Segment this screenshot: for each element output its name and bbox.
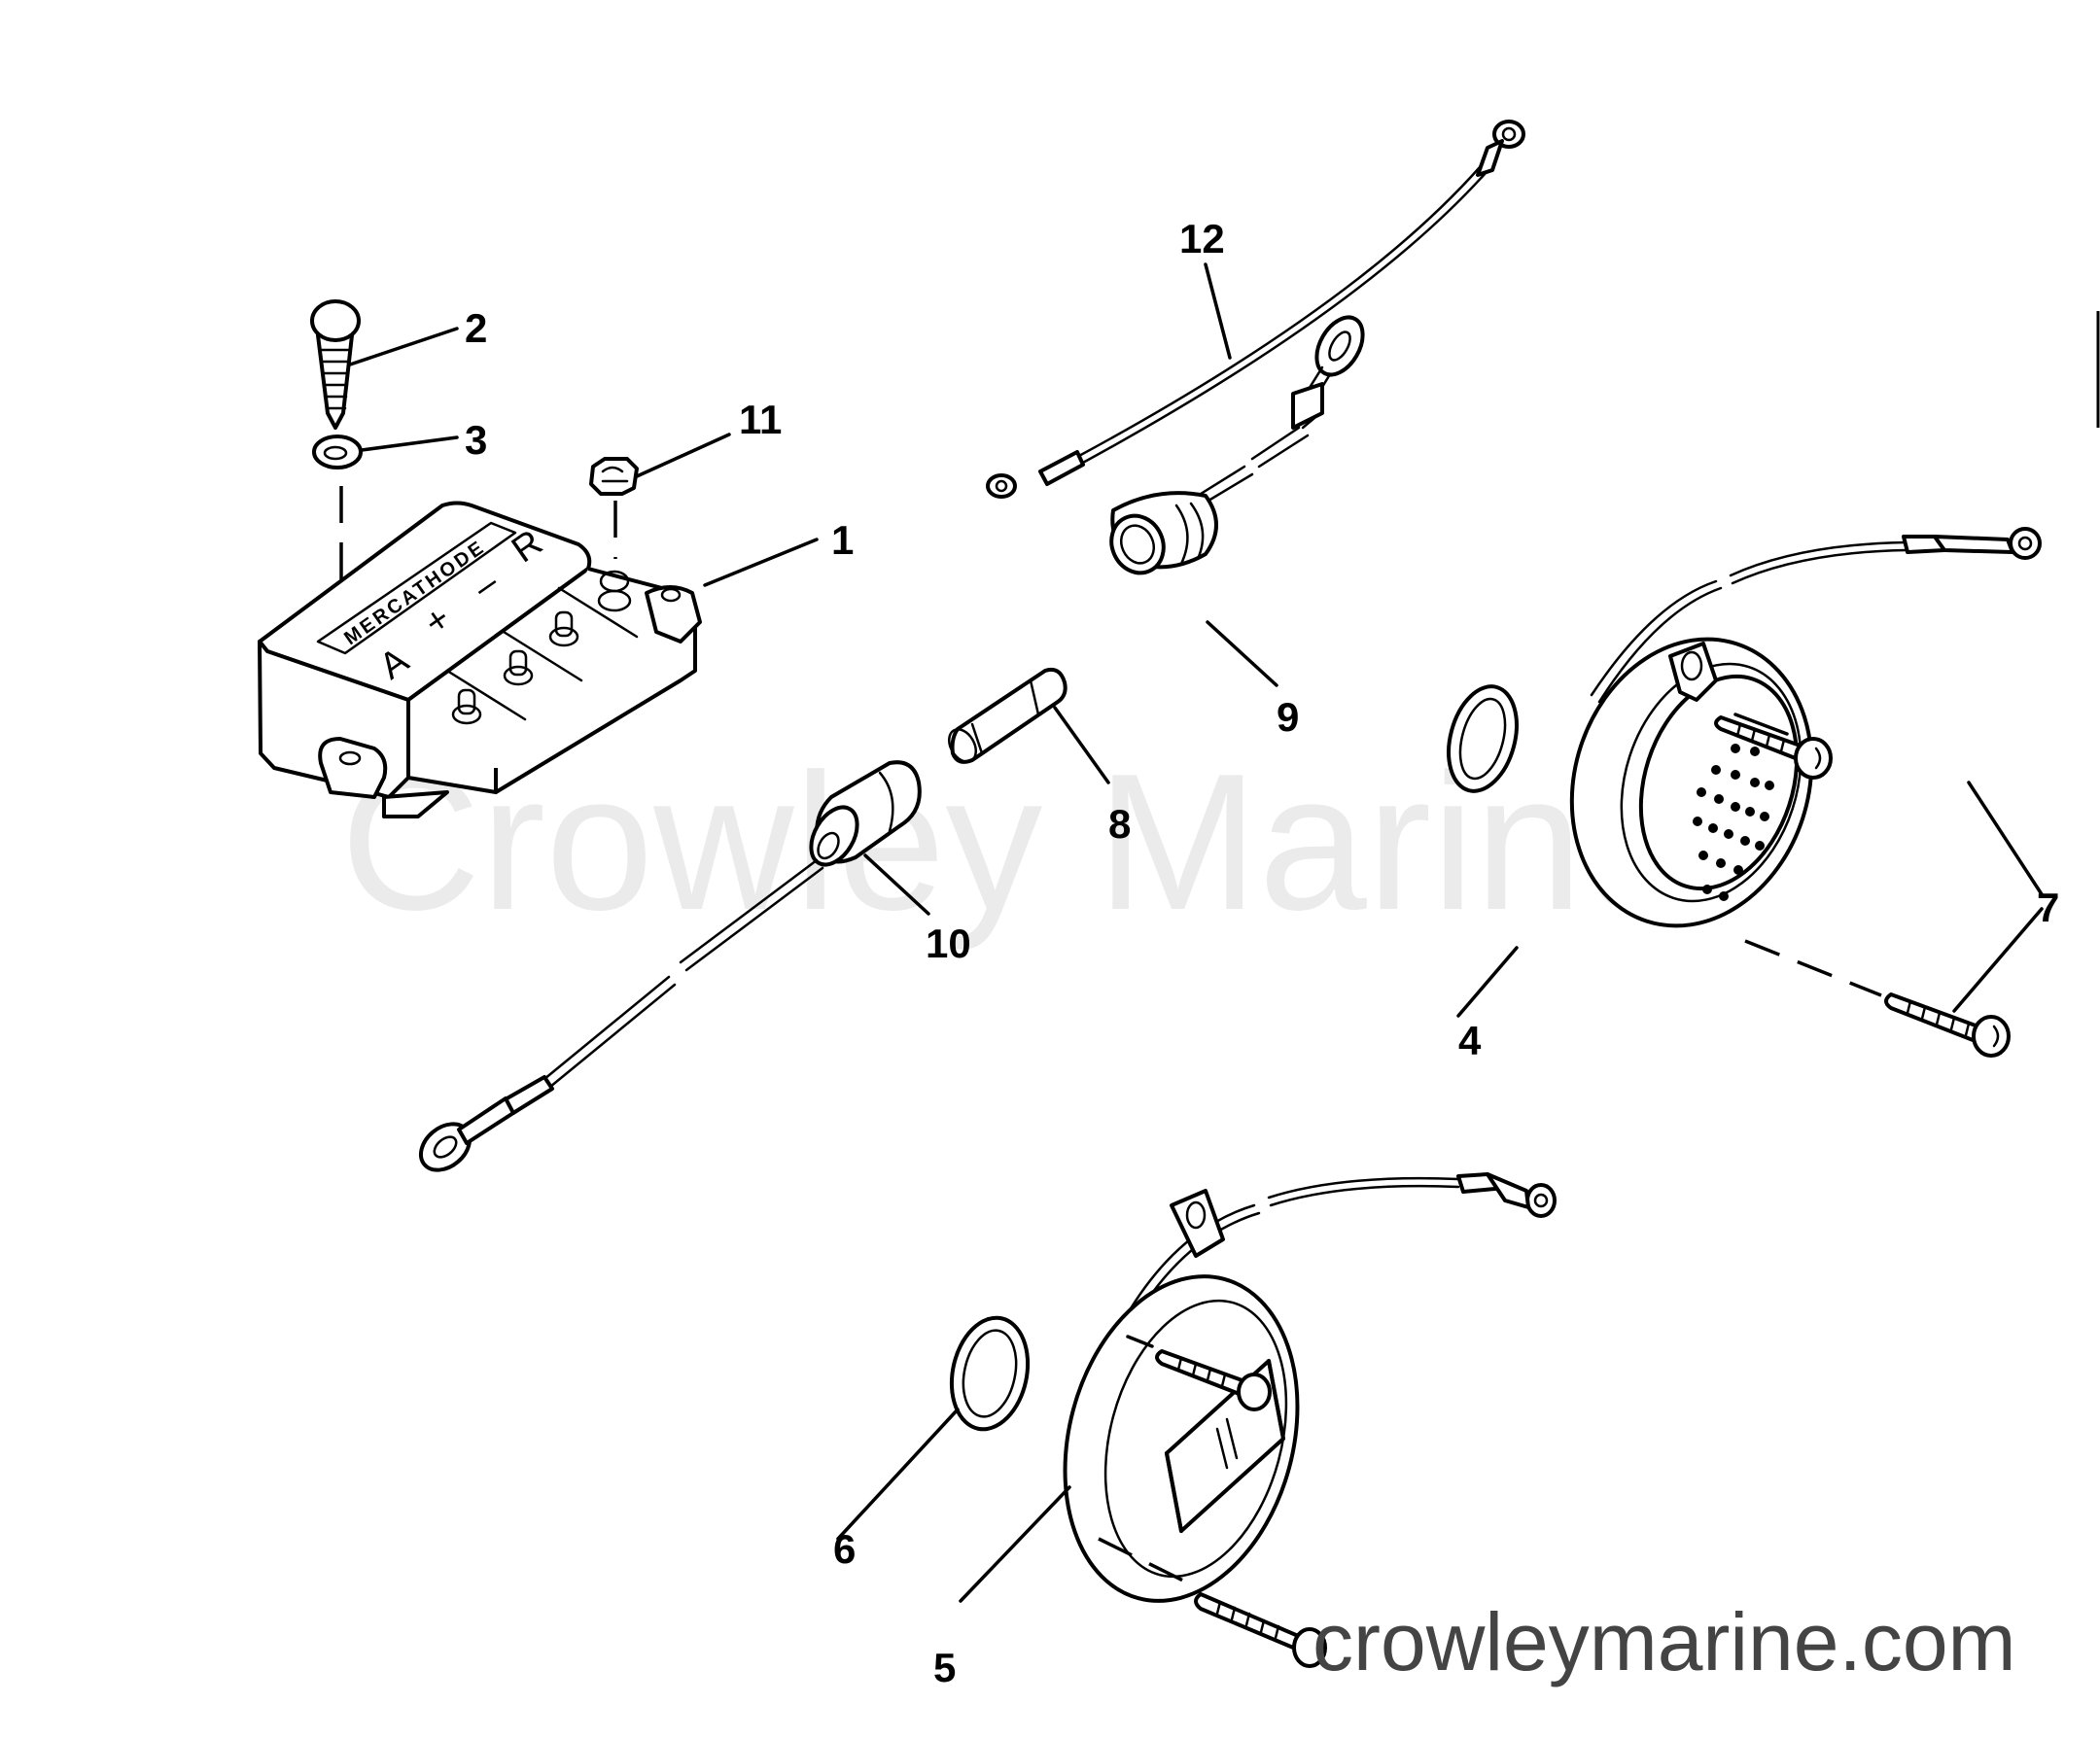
fuse-holder-part-10[interactable]	[412, 760, 922, 1179]
callout-2: 2	[465, 305, 487, 351]
callout-10: 10	[926, 921, 971, 966]
controller-box-part-1[interactable]: MERCATHODE A + – R	[258, 501, 702, 818]
callout-1: 1	[831, 517, 854, 563]
jumper-lead-part-12[interactable]	[986, 120, 1525, 499]
callout-7: 7	[2037, 885, 2059, 930]
screw-part-7-upper[interactable]	[1714, 715, 1833, 780]
callout-6: 6	[833, 1526, 856, 1572]
washer-part-3[interactable]	[312, 435, 363, 470]
callout-8: 8	[1108, 801, 1131, 847]
screw-part-7-lower[interactable]	[1884, 992, 2011, 1058]
fuse-part-8[interactable]	[944, 667, 1068, 767]
screw-part-2[interactable]	[310, 299, 361, 430]
callout-12: 12	[1179, 216, 1225, 261]
nut-part-11[interactable]	[589, 457, 639, 496]
callout-4: 4	[1458, 1018, 1482, 1063]
callout-3: 3	[465, 417, 487, 463]
meter-housing-part-4[interactable]	[1438, 527, 2042, 957]
site-url: crowleymarine.com	[1312, 1596, 2016, 1687]
speaker-holes	[1693, 744, 1774, 901]
callout-9: 9	[1277, 694, 1299, 740]
switch-screw-lower[interactable]	[1194, 1592, 1327, 1668]
callout-11: 11	[739, 397, 782, 442]
switch-screw-upper[interactable]	[1155, 1349, 1272, 1411]
callout-5: 5	[933, 1645, 956, 1690]
fuse-holder-part-9[interactable]	[1102, 309, 1373, 581]
